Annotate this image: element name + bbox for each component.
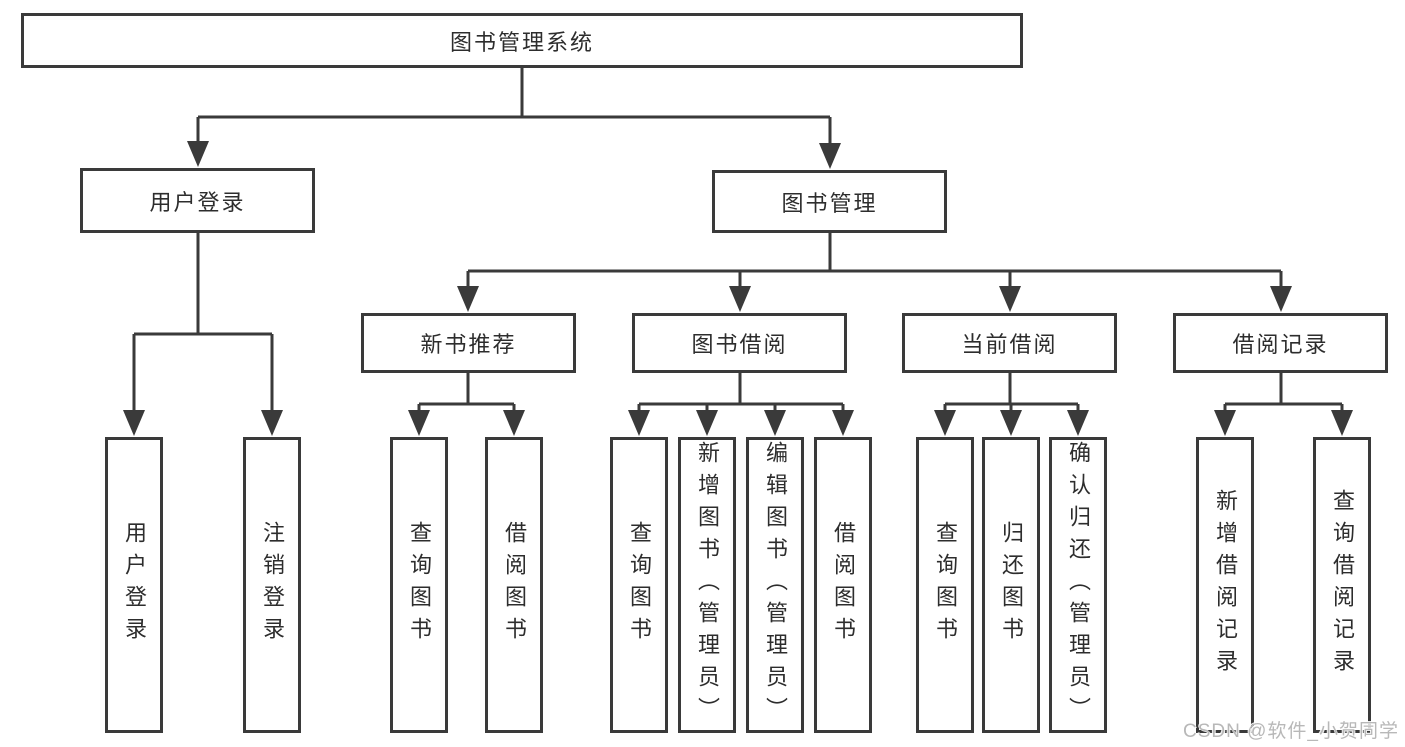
leaf-add-borrow-record-label: 新增借阅记录 [1213,489,1238,681]
leaf-query-books-recommend: 查询图书 [390,437,448,733]
node-book-borrow: 图书借阅 [632,313,847,373]
arrowhead-icons [123,141,1353,436]
leaf-confirm-return-admin: 确认归还（管理员） [1049,437,1107,733]
leaf-query-books-current: 查询图书 [916,437,974,733]
leaf-confirm-return-admin-label: 确认归还（管理员） [1066,441,1091,729]
leaf-add-borrow-record: 新增借阅记录 [1196,437,1254,733]
node-current-borrow-label: 当前借阅 [961,332,1058,357]
tree-edges [132,68,1344,414]
leaf-logout-label: 注销登录 [260,521,285,649]
leaf-query-books-borrow: 查询图书 [610,437,668,733]
node-book-borrow-label: 图书借阅 [691,332,788,357]
leaf-borrow-books-recommend: 借阅图书 [485,437,543,733]
csdn-watermark: CSDN @软件_小贺同学 [1183,721,1399,742]
node-new-book-recommend-label: 新书推荐 [420,332,517,357]
leaf-borrow-books-label: 借阅图书 [831,521,856,649]
node-root: 图书管理系统 [21,13,1023,68]
leaf-logout: 注销登录 [243,437,301,733]
node-current-borrow: 当前借阅 [902,313,1117,373]
leaf-query-books-current-label: 查询图书 [933,521,958,649]
leaf-query-borrow-record: 查询借阅记录 [1313,437,1371,733]
leaf-return-book-label: 归还图书 [999,521,1024,649]
node-borrow-records-label: 借阅记录 [1232,332,1329,357]
node-book-management: 图书管理 [712,170,947,233]
leaf-query-books-recommend-label: 查询图书 [407,521,432,649]
leaf-edit-book-admin: 编辑图书（管理员） [746,437,804,733]
node-user-login: 用户登录 [80,168,315,233]
leaf-query-books-borrow-label: 查询图书 [627,521,652,649]
leaf-user-login: 用户登录 [105,437,163,733]
leaf-query-borrow-record-label: 查询借阅记录 [1330,489,1355,681]
leaf-edit-book-admin-label: 编辑图书（管理员） [763,441,788,729]
node-borrow-records: 借阅记录 [1173,313,1388,373]
leaf-add-book-admin-label: 新增图书（管理员） [695,441,720,729]
node-book-management-label: 图书管理 [781,190,878,216]
leaf-borrow-books: 借阅图书 [814,437,872,733]
node-user-login-label: 用户登录 [149,189,246,215]
leaf-user-login-label: 用户登录 [122,521,147,649]
node-new-book-recommend: 新书推荐 [361,313,576,373]
node-root-label: 图书管理系统 [449,29,594,55]
leaf-borrow-books-recommend-label: 借阅图书 [502,521,527,649]
leaf-add-book-admin: 新增图书（管理员） [678,437,736,733]
leaf-return-book: 归还图书 [982,437,1040,733]
